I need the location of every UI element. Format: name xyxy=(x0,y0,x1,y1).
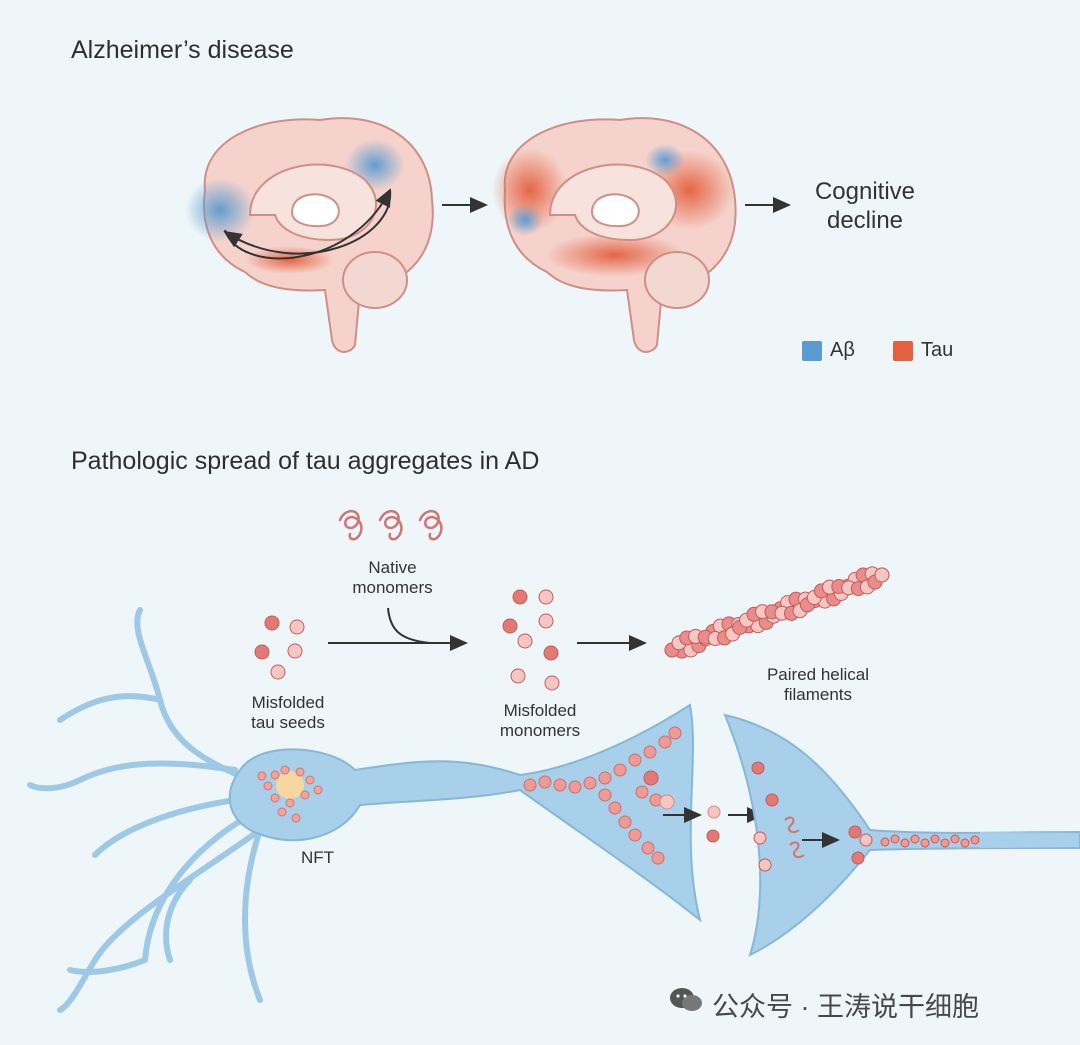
title-tau-spread: Pathologic spread of tau aggregates in A… xyxy=(71,447,540,475)
label-native-monomers: Native monomers xyxy=(352,558,433,597)
misfolded-monomers xyxy=(502,589,560,691)
paired-helical-filament xyxy=(664,566,890,659)
title-alzheimers: Alzheimer’s disease xyxy=(71,36,294,64)
legend-label-abeta: Aβ xyxy=(830,339,855,361)
brain-late-stage xyxy=(492,117,737,353)
legend-swatch-tau xyxy=(893,341,913,361)
native-monomer-icons xyxy=(338,510,443,541)
label-nft: NFT xyxy=(301,848,335,867)
wechat-icon xyxy=(668,986,704,1014)
watermark: 公众号 · 王涛说干细胞 xyxy=(712,992,979,1022)
legend-swatch-abeta xyxy=(802,341,822,361)
label-paired-helical-filaments: Paired helical filaments xyxy=(766,665,870,704)
label-misfolded-monomers: Misfolded monomers xyxy=(499,701,581,740)
misfolded-tau-seeds xyxy=(254,615,305,680)
neuron-1 xyxy=(27,607,702,1013)
neuron-2 xyxy=(723,713,1080,957)
label-misfolded-tau-seeds: Misfolded tau seeds xyxy=(251,693,325,732)
legend-label-tau: Tau xyxy=(921,339,954,361)
label-cognitive-decline: Cognitive decline xyxy=(814,178,916,234)
brain-early-stage xyxy=(185,117,434,353)
filament-bead xyxy=(874,567,890,583)
arrow-seeding xyxy=(328,607,468,651)
